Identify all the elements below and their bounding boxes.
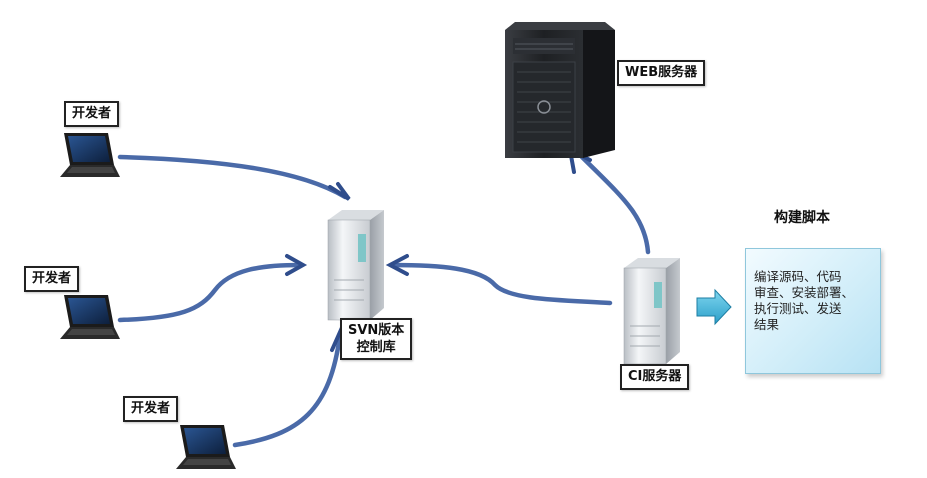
laptop-icon <box>60 295 120 339</box>
arrow-dev2-to-svn <box>117 262 303 323</box>
developer-label-1: 开发者 <box>64 101 120 127</box>
arrow-ci-to-svn <box>389 262 613 306</box>
arrowhead-dev2 <box>285 254 308 276</box>
svn-server-icon <box>327 210 384 321</box>
developer-label-3: 开发者 <box>123 396 179 422</box>
arrow-right-icon <box>696 288 732 326</box>
build-script-line: 审查、安装部署、 <box>754 285 855 300</box>
laptop-icon <box>60 133 120 177</box>
build-script-line: 编译源码、代码 <box>754 269 842 284</box>
laptop-icon <box>176 425 236 469</box>
svn-label-line2: 控制库 <box>356 340 396 355</box>
arrow-ci-to-web <box>577 152 651 255</box>
connectors <box>117 146 651 448</box>
build-script-line: 结果 <box>754 317 780 332</box>
arrow-dev3-to-svn <box>232 332 343 448</box>
web-tower-server-icon <box>505 22 615 158</box>
svn-label-line1: SVN版本 <box>348 323 405 338</box>
ci-server-label: CI服务器 <box>620 364 690 390</box>
arrow-dev1-to-svn <box>117 154 348 200</box>
web-server-label: WEB服务器 <box>617 60 706 86</box>
arrowhead-ci-svn <box>385 254 409 276</box>
build-script-line: 执行测试、发送 <box>754 301 842 316</box>
build-script-box: 编译源码、代码 审查、安装部署、 执行测试、发送 结果 <box>745 248 881 374</box>
arrowhead-dev1 <box>328 182 351 201</box>
svn-label: SVN版本 控制库 <box>340 318 413 360</box>
build-script-title: 构建脚本 <box>774 210 830 226</box>
ci-server-icon <box>623 258 680 365</box>
developer-label-2: 开发者 <box>24 266 80 292</box>
